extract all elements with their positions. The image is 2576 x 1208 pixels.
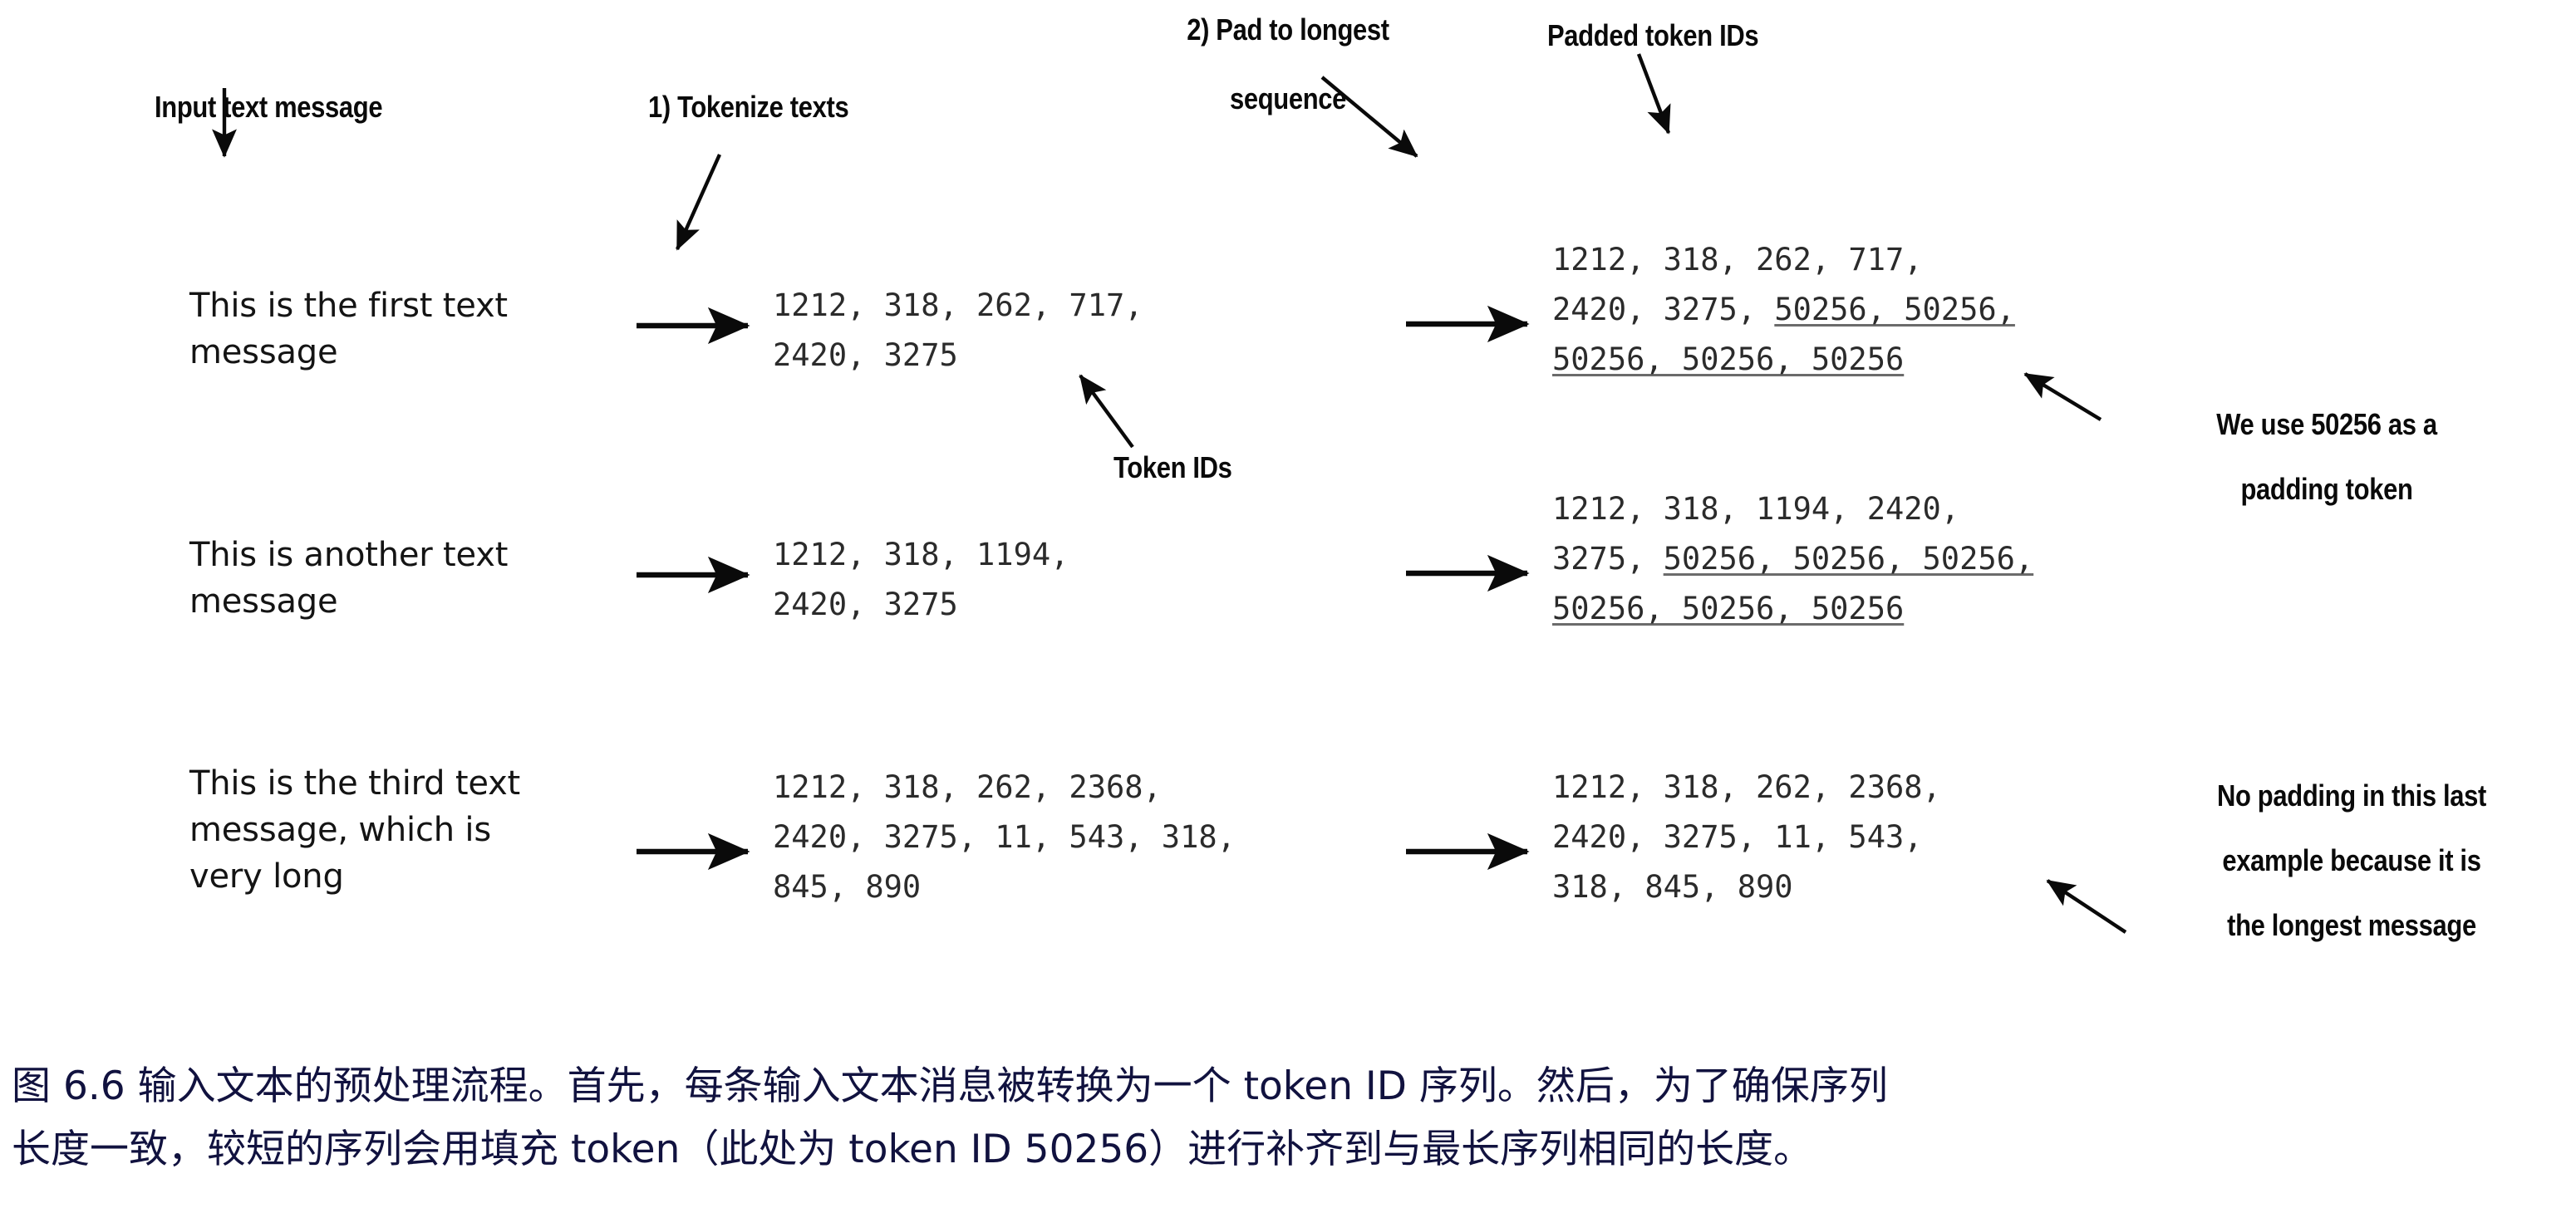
input-message-3: This is the third text message, which is… bbox=[189, 764, 521, 896]
padded-token-ids-1: 1212, 318, 262, 717, 2420, 3275, 50256, 5… bbox=[1552, 235, 2015, 385]
label-no-padding-line3: the longest message bbox=[2227, 908, 2476, 942]
padding-token-span: 50256, 50256, 50256 bbox=[1552, 590, 1905, 626]
token-id-span: 1212, 318, 1194, bbox=[773, 537, 1069, 572]
padding-token-span: 50256, 50256, 50256, bbox=[1663, 540, 2034, 577]
padded-token-ids-2: 1212, 318, 1194, 2420, 3275, 50256, 50256… bbox=[1552, 484, 2033, 634]
token-id-line: 2420, 3275, 11, 543, bbox=[1552, 813, 1941, 862]
label-no-padding-line1: No padding in this last bbox=[2216, 778, 2487, 813]
token-id-span: 2420, 3275 bbox=[773, 336, 958, 373]
token-id-line: 1212, 318, 262, 2368, bbox=[773, 763, 1236, 813]
token-id-line: 2420, 3275 bbox=[773, 580, 1069, 630]
token-id-span: 1212, 318, 262, 2368, bbox=[1552, 769, 1941, 805]
token-id-span: 318, 845, 890 bbox=[1552, 868, 1793, 905]
token-id-line: 845, 890 bbox=[773, 862, 1236, 912]
token-id-span: 2420, 3275, 11, 543, 318, bbox=[773, 818, 1236, 855]
token-id-line: 1212, 318, 262, 717, bbox=[1552, 235, 2015, 285]
token-id-line: 50256, 50256, 50256 bbox=[1552, 335, 2015, 385]
token-id-line: 50256, 50256, 50256 bbox=[1552, 584, 2033, 634]
token-id-span: 1212, 318, 262, 717, bbox=[1552, 242, 1923, 277]
token-id-span: 845, 890 bbox=[773, 868, 922, 905]
token-id-line: 1212, 318, 1194, 2420, bbox=[1552, 484, 2033, 534]
token-id-line: 1212, 318, 262, 2368, bbox=[1552, 763, 1941, 813]
padding-token-span: 50256, 50256, bbox=[1774, 291, 2015, 327]
token-id-line: 1212, 318, 1194, bbox=[773, 530, 1069, 580]
token-id-span: 2420, 3275, bbox=[1552, 291, 1775, 327]
label-pad-to-longest-line2: sequence bbox=[1229, 81, 1347, 115]
arrow-we-use-50256 bbox=[2023, 372, 2102, 421]
token-ids-2: 1212, 318, 1194, 2420, 3275 bbox=[773, 530, 1069, 630]
input-message-1: This is the first text message bbox=[189, 287, 508, 371]
label-input-text-message: Input text message bbox=[155, 90, 383, 124]
token-id-line: 318, 845, 890 bbox=[1552, 862, 1941, 912]
padded-token-ids-3: 1212, 318, 262, 2368, 2420, 3275, 11, 543… bbox=[1552, 763, 1941, 912]
label-we-use-50256-line1: We use 50256 as a bbox=[2216, 407, 2437, 441]
token-id-span: 1212, 318, 262, 2368, bbox=[773, 769, 1162, 805]
label-pad-to-longest-line1: 2) Pad to longest bbox=[1187, 12, 1389, 47]
label-tokenize-texts: 1) Tokenize texts bbox=[648, 90, 849, 124]
padding-token-span: 50256, 50256, 50256 bbox=[1552, 341, 1905, 377]
token-id-span: 1212, 318, 262, 717, bbox=[773, 287, 1143, 323]
figure-caption-line-1: 图 6.6 输入文本的预处理流程。首先，每条输入文本消息被转换为一个 token… bbox=[12, 1063, 1888, 1109]
token-id-span: 1212, 318, 1194, 2420, bbox=[1552, 491, 1960, 527]
arrow-padded-token-ids bbox=[1636, 53, 1671, 135]
label-no-padding-line2: example because it is bbox=[2222, 843, 2481, 877]
token-id-line: 3275, 50256, 50256, 50256, bbox=[1552, 534, 2033, 584]
token-id-line: 2420, 3275 bbox=[773, 331, 1143, 381]
label-we-use-50256-line2: padding token bbox=[2240, 472, 2413, 506]
token-ids-3: 1212, 318, 262, 2368, 2420, 3275, 11, 543… bbox=[773, 763, 1236, 912]
token-id-span: 2420, 3275, 11, 543, bbox=[1552, 818, 1923, 855]
token-id-span: 3275, bbox=[1552, 540, 1664, 577]
token-id-line: 2420, 3275, 50256, 50256, bbox=[1552, 285, 2015, 335]
arrow-token-ids bbox=[1079, 374, 1134, 449]
token-id-line: 2420, 3275, 11, 543, 318, bbox=[773, 813, 1236, 862]
token-id-line: 1212, 318, 262, 717, bbox=[773, 281, 1143, 331]
figure-caption-line-2: 长度一致，较短的序列会用填充 token（此处为 token ID 50256）… bbox=[12, 1127, 1813, 1173]
label-token-ids: Token IDs bbox=[1113, 450, 1232, 484]
label-padded-token-ids: Padded token IDs bbox=[1547, 18, 1759, 52]
token-id-span: 2420, 3275 bbox=[773, 586, 958, 622]
input-message-2: This is another text message bbox=[189, 536, 509, 621]
figure-caption: 图 6.6 输入文本的预处理流程。首先，每条输入文本消息被转换为一个 token… bbox=[12, 1055, 2571, 1181]
token-ids-1: 1212, 318, 262, 717, 2420, 3275 bbox=[773, 281, 1143, 381]
arrow-no-padding bbox=[2046, 879, 2127, 934]
arrow-tokenize-texts bbox=[675, 154, 722, 251]
